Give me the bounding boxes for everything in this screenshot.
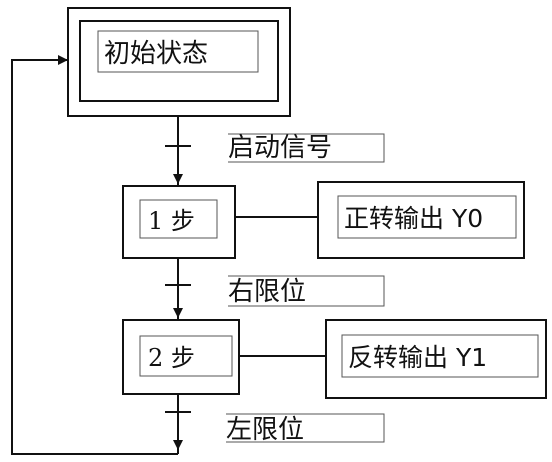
initial-state-text-frame bbox=[97, 30, 259, 73]
transition-label-1: 启动信号 bbox=[228, 133, 385, 163]
arrow-down-icon bbox=[173, 174, 183, 184]
initial-state-block: 初始状态 bbox=[67, 7, 291, 117]
transition-label-2: 右限位 bbox=[228, 275, 385, 307]
step-1-box bbox=[122, 185, 236, 259]
step-1-output-text-frame bbox=[337, 195, 517, 239]
step-2-box bbox=[122, 319, 240, 395]
transition-label-frame bbox=[226, 413, 385, 443]
transition-label-text: 右限位 bbox=[228, 277, 306, 307]
initial-state-label: 初始状态 bbox=[104, 39, 208, 69]
transition-label-3: 左限位 bbox=[226, 413, 385, 445]
step-1-label: 1 步 bbox=[148, 207, 195, 235]
arrow-down-icon bbox=[173, 440, 183, 450]
transition-label-text: 启动信号 bbox=[228, 133, 332, 163]
step-1-output-box bbox=[317, 181, 525, 259]
transition-label-frame bbox=[228, 275, 385, 307]
step-2-text-frame bbox=[139, 335, 233, 377]
arrow-right-icon bbox=[58, 55, 68, 65]
step-2-output-box bbox=[325, 319, 547, 399]
step-2-label: 2 步 bbox=[148, 344, 195, 372]
step-2-output-text-frame bbox=[341, 334, 539, 378]
transition-label-text: 左限位 bbox=[226, 415, 304, 445]
step-2-block: 2 步 bbox=[122, 319, 240, 395]
step-1-output-label: 正转输出 Y0 bbox=[344, 204, 483, 233]
return-path bbox=[11, 59, 178, 455]
initial-state-inner-box bbox=[79, 20, 279, 102]
step-1-text-frame bbox=[139, 199, 218, 239]
transition-label-frame bbox=[228, 133, 385, 163]
step-2-output-label: 反转输出 Y1 bbox=[348, 343, 487, 372]
step-1-block: 1 步 bbox=[122, 185, 236, 259]
arrow-down-icon bbox=[173, 308, 183, 318]
step-1-output-block: 正转输出 Y0 bbox=[317, 181, 525, 259]
step-2-output-block: 反转输出 Y1 bbox=[325, 319, 547, 399]
